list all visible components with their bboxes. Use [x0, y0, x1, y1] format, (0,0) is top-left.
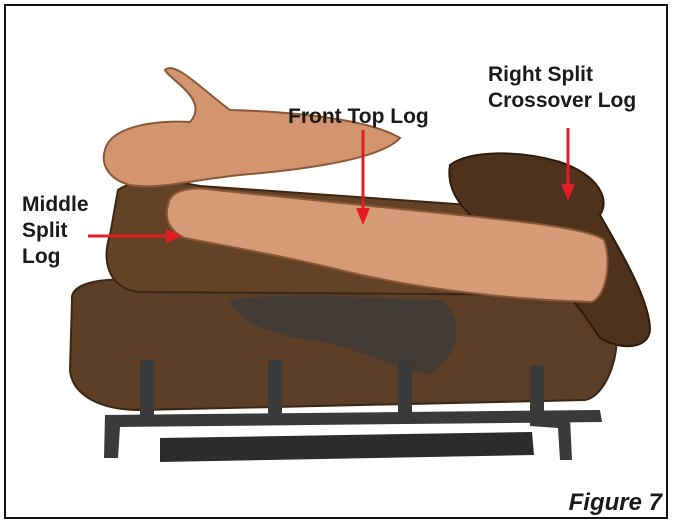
middle-split-log-label: Middle Split Log	[22, 192, 89, 270]
front-top-log-label: Front Top Log	[288, 104, 429, 130]
right-split-crossover-log-label: Right Split Crossover Log	[488, 62, 636, 114]
figure-caption: Figure 7	[569, 489, 662, 517]
